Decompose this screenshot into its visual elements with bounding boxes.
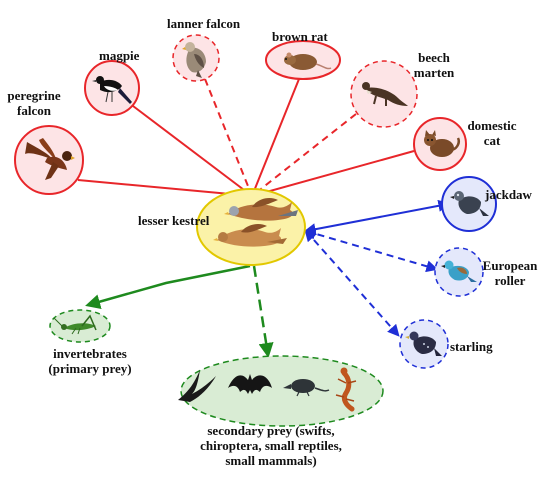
jackdaw-icon — [450, 191, 489, 216]
invertebrates-node — [49, 309, 111, 343]
secondary-prey-label-line2: chiroptera, small reptiles, — [200, 438, 342, 453]
jackdaw-node — [441, 176, 497, 232]
starling-node — [399, 319, 449, 369]
european-roller-label-line1: European — [482, 258, 538, 273]
peregrine-falcon-icon — [25, 138, 75, 180]
link-cat — [251, 150, 415, 197]
secondary-prey-label: secondary prey (swifts, chiroptera, smal… — [176, 423, 366, 468]
starling-label: starling — [450, 339, 493, 354]
magpie-label: magpie — [99, 48, 140, 63]
secondary-prey-label-line3: small mammals) — [225, 453, 317, 468]
lanner-falcon-node — [172, 34, 220, 82]
beech-marten-label-line2: marten — [413, 65, 455, 80]
lanner-falcon-icon — [182, 42, 206, 78]
bat-icon — [228, 374, 272, 394]
link-lanner — [204, 78, 253, 197]
salamander-icon — [335, 367, 357, 412]
domestic-cat-label-line1: domestic — [467, 118, 517, 133]
peregrine-falcon-label-line2: falcon — [17, 103, 51, 118]
domestic-cat-icon — [424, 130, 460, 157]
beech-marten-icon — [362, 82, 408, 106]
invertebrates-label: invertebrates (primary prey) — [40, 346, 140, 376]
domestic-cat-label-line2: cat — [483, 133, 501, 148]
brown-rat-icon — [284, 52, 332, 70]
european-roller-label: European roller — [480, 258, 540, 288]
european-roller-label-line2: roller — [494, 273, 526, 288]
brown-rat-label: brown rat — [272, 29, 328, 44]
lesser-kestrel-label: lesser kestrel — [138, 213, 210, 228]
peregrine-falcon-label: peregrine falcon — [6, 88, 62, 118]
link-marten — [251, 113, 357, 197]
secondary-prey-label-line1: secondary prey (swifts, — [207, 423, 335, 438]
domestic-cat-node — [413, 117, 467, 171]
beech-marten-label-line1: beech — [418, 50, 450, 65]
european-roller-icon — [441, 260, 477, 282]
magpie-node — [84, 60, 140, 116]
beech-marten-label: beech marten — [410, 50, 458, 80]
shrew-icon — [283, 379, 330, 397]
starling-icon — [405, 331, 442, 356]
jackdaw-label: jackdaw — [485, 187, 532, 202]
link-starling — [304, 229, 400, 337]
peregrine-falcon-label-line1: peregrine — [7, 88, 61, 103]
link-magpie — [132, 105, 253, 197]
link-roller — [303, 227, 439, 273]
magpie-icon — [92, 76, 132, 104]
domestic-cat-label: domestic cat — [464, 118, 520, 148]
peregrine-falcon-node — [14, 125, 84, 195]
link-invertebrates — [85, 264, 251, 309]
lanner-falcon-label: lanner falcon — [167, 16, 241, 31]
invertebrates-label-line2: (primary prey) — [48, 361, 132, 376]
swift-icon — [178, 370, 216, 402]
grasshopper-icon — [53, 314, 97, 335]
invertebrates-label-line1: invertebrates — [53, 346, 127, 361]
brown-rat-node — [265, 40, 341, 80]
beech-marten-node — [350, 60, 418, 128]
link-jackdaw — [303, 199, 451, 236]
link-secondary-prey — [252, 265, 274, 358]
secondary-prey-node — [178, 355, 384, 427]
kestrel-pair-icon — [213, 198, 298, 247]
european-roller-node — [434, 247, 484, 297]
link-rat — [251, 78, 300, 197]
